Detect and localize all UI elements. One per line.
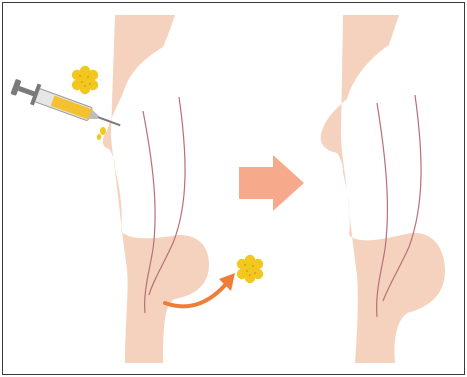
before-body-silhouette [103, 15, 209, 363]
fat-cell-dot [252, 265, 254, 267]
fat-cell-dot [254, 272, 256, 274]
droplet-1 [100, 127, 106, 135]
after-figure-icon [321, 15, 445, 363]
fat-cell-dot [89, 83, 91, 85]
syringe-fluid [51, 96, 92, 120]
fat-cell-dot [244, 264, 246, 266]
after-body-silhouette [321, 15, 445, 363]
fat-cell-dot [249, 274, 251, 276]
fat-cell-dot [246, 270, 248, 272]
fat-cell-dot [84, 85, 86, 87]
fat-transfer-illustration [3, 3, 464, 374]
droplet-2 [97, 134, 101, 140]
right-arrow-shape [239, 155, 304, 211]
syringe-icon [9, 76, 124, 136]
syringe-needle [97, 116, 120, 126]
fat-cell-dot [79, 75, 81, 77]
fat-cell-dot [81, 81, 83, 83]
right-arrow-icon [239, 155, 304, 211]
fat-cell-icon [72, 66, 98, 94]
fat-cell-icon [237, 255, 263, 283]
fat-cell-dot [87, 76, 89, 78]
before-figure-icon [103, 15, 209, 363]
